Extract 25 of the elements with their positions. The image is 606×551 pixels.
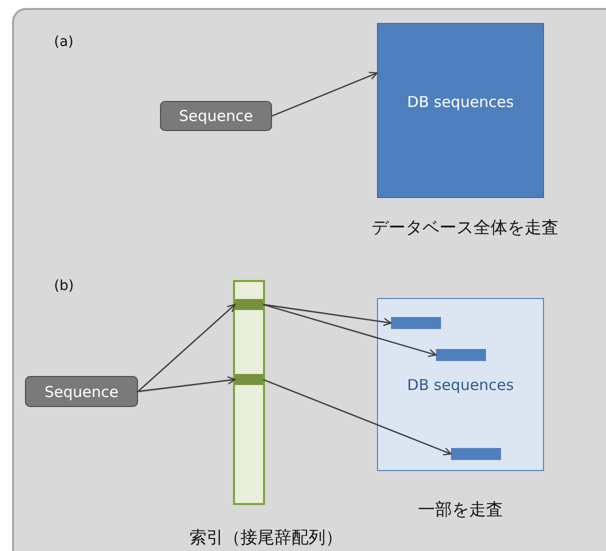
sequence-box (25, 376, 138, 407)
box-label: Sequence (44, 382, 118, 400)
arrow (272, 72, 378, 117)
arrow (262, 378, 452, 456)
box-label: Sequence (179, 107, 253, 125)
index-band (235, 374, 263, 385)
sequence-box (160, 101, 272, 131)
index-column (233, 280, 265, 505)
panel-label: (a) (54, 34, 74, 50)
panel-label: (b) (54, 278, 74, 294)
arrow (138, 376, 236, 392)
sequence-bar (436, 349, 486, 361)
arrow (138, 304, 236, 392)
arrow (262, 304, 437, 358)
database-box (377, 298, 544, 471)
node-label: データベース全体を走査 (370, 217, 560, 239)
arrow (262, 304, 392, 326)
index-band (235, 299, 263, 310)
box-label: DB sequences (407, 376, 514, 394)
database-box (377, 23, 544, 198)
node-label: 一部を走査 (417, 499, 504, 521)
sequence-bar (391, 317, 441, 329)
box-label: DB sequences (407, 92, 514, 110)
node-label: 索引（接尾辞配列） (188, 527, 344, 549)
sequence-bar (451, 448, 501, 460)
